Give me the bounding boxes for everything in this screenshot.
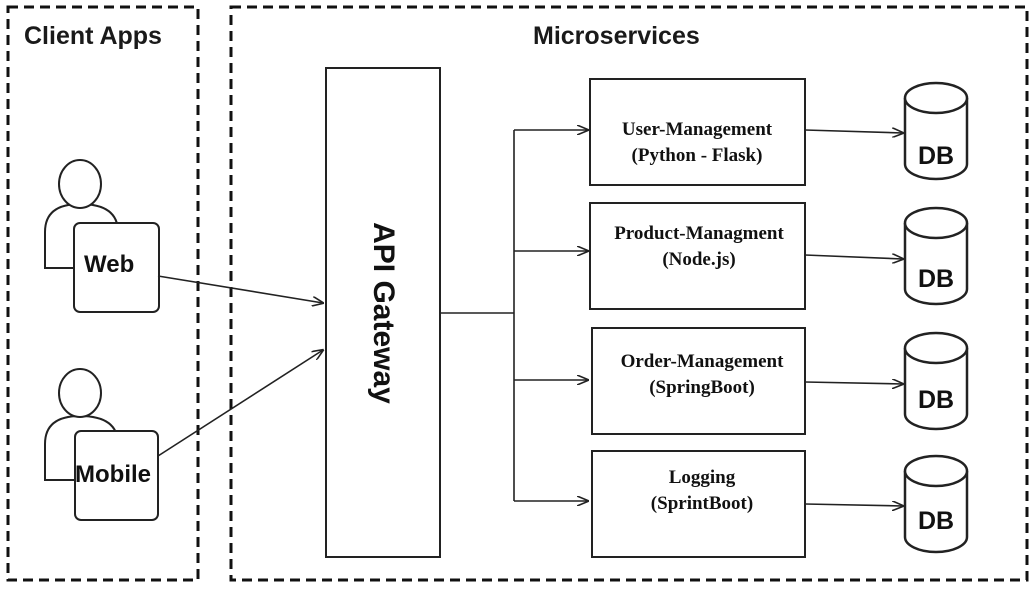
service-name: Order-Management	[620, 351, 784, 372]
order-management-box	[591, 327, 806, 435]
user-management-label: User-Management (Python - Flask)	[587, 117, 807, 169]
gateway-fanout-connector	[440, 130, 515, 501]
mobile-client-label: Mobile	[75, 461, 151, 488]
product-management-box	[589, 202, 806, 310]
db-label: DB	[917, 265, 955, 293]
product-management-to-db-arrow	[804, 255, 903, 259]
logging-to-db-arrow	[804, 504, 903, 506]
db-label: DB	[917, 386, 955, 414]
logging-box	[591, 450, 806, 558]
db-label: DB	[917, 142, 955, 170]
service-name: User-Management	[621, 119, 773, 140]
service-name: Logging	[668, 467, 736, 488]
service-tech: (SpringBoot)	[649, 377, 755, 398]
logging-label: Logging (SprintBoot)	[592, 465, 812, 517]
order-management-label: Order-Management (SpringBoot)	[592, 349, 812, 401]
mobile-to-gateway-arrow	[157, 350, 323, 457]
db-cylinder-icon	[903, 454, 969, 554]
microservices-title: Microservices	[533, 22, 700, 50]
user-management-box	[589, 78, 806, 186]
db-label: DB	[917, 507, 955, 535]
microservices-panel	[229, 5, 1029, 582]
service-tech: (Python - Flask)	[631, 145, 763, 166]
user-management-to-db-arrow	[804, 130, 903, 133]
product-management-label: Product-Managment (Node.js)	[589, 221, 809, 273]
web-to-gateway-arrow	[157, 275, 323, 303]
db-cylinder-icon	[903, 206, 969, 306]
service-tech: (SprintBoot)	[650, 493, 754, 514]
order-management-to-db-arrow	[804, 382, 903, 384]
web-client-label: Web	[84, 251, 135, 278]
api-gateway-label: API Gateway	[367, 222, 400, 404]
mobile-client-box	[74, 430, 159, 521]
client-apps-panel	[6, 5, 200, 582]
service-tech: (Node.js)	[662, 249, 736, 270]
web-client-box	[73, 222, 160, 313]
client-apps-title: Client Apps	[24, 22, 162, 50]
db-cylinder-icon	[903, 81, 969, 181]
api-gateway-box	[325, 67, 441, 558]
db-cylinder-icon	[903, 331, 969, 431]
service-name: Product-Managment	[614, 223, 784, 244]
